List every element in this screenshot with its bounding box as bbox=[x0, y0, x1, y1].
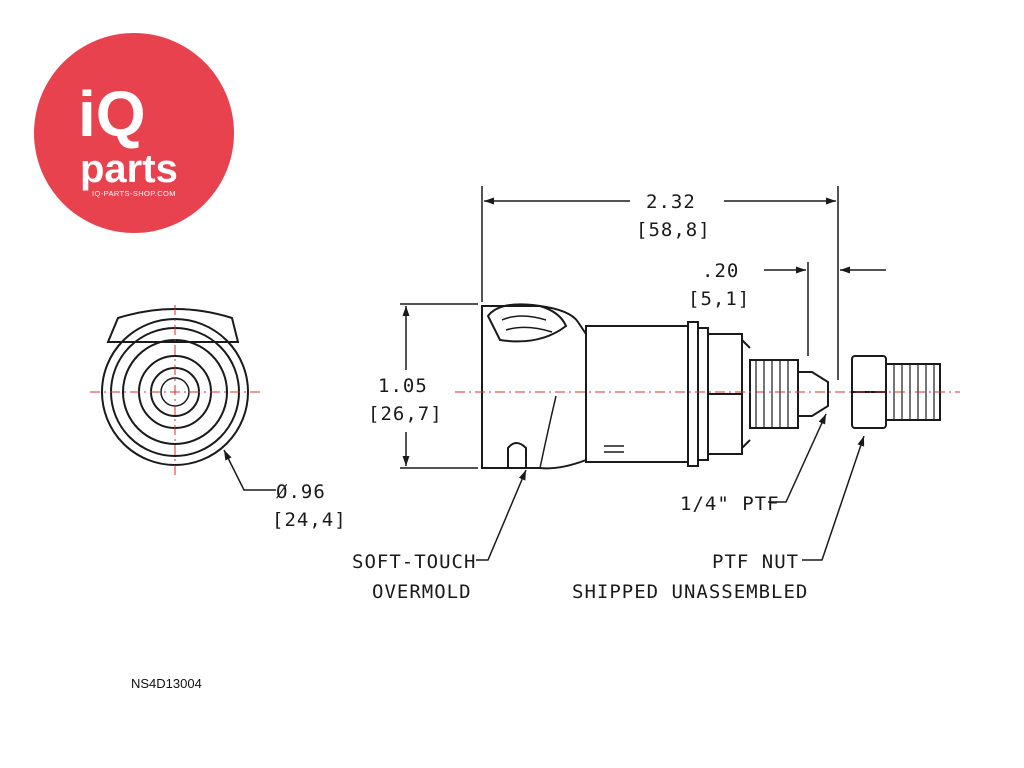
front-view bbox=[90, 305, 276, 491]
part-code: NS4D13004 bbox=[131, 676, 202, 691]
ptf-nut-leader bbox=[802, 435, 865, 561]
nut-offset-mm: [5,1] bbox=[688, 288, 750, 310]
body-cylinder bbox=[585, 325, 689, 463]
diameter-leader bbox=[223, 449, 276, 491]
body-height-mm: [26,7] bbox=[368, 403, 443, 425]
hose-barb bbox=[797, 371, 829, 417]
overmold-label-line2: OVERMOLD bbox=[372, 581, 472, 603]
overall-length-dimension bbox=[481, 186, 839, 380]
hex-chamfer-top bbox=[741, 339, 751, 349]
overmold-grip-top bbox=[486, 303, 568, 343]
collar-ring-1 bbox=[687, 321, 699, 467]
grip-rib-2 bbox=[505, 326, 553, 333]
body-slot bbox=[604, 445, 624, 453]
body-contour bbox=[539, 395, 557, 469]
socket-body bbox=[481, 305, 587, 470]
front-view-latch bbox=[106, 308, 240, 343]
diameter-mm: [24,4] bbox=[272, 509, 347, 531]
logo-url-text: IQ-PARTS-SHOP.COM bbox=[92, 189, 176, 198]
thread-lines bbox=[755, 360, 789, 428]
logo-iq-text: iQ bbox=[78, 78, 146, 150]
grip-rib-1 bbox=[501, 315, 547, 321]
overall-length-mm: [58,8] bbox=[636, 219, 711, 241]
overmold-label-line1: SOFT-TOUCH bbox=[352, 551, 476, 573]
ptf-nut-label-line2: SHIPPED UNASSEMBLED bbox=[572, 581, 808, 603]
collar-ring-2 bbox=[697, 327, 709, 461]
logo-parts-text: parts bbox=[80, 147, 178, 191]
ptf-nut-label-line1: PTF NUT bbox=[712, 551, 799, 573]
logo-badge bbox=[34, 33, 234, 233]
overmold-grip-bottom bbox=[507, 442, 527, 468]
body-height-dimension bbox=[400, 303, 478, 469]
hex-chamfer-bottom bbox=[741, 439, 751, 449]
threaded-stem bbox=[749, 359, 799, 429]
ptf-thread-label: 1/4" PTF bbox=[680, 493, 780, 515]
nut-offset-dimension bbox=[764, 262, 886, 356]
side-view bbox=[481, 303, 941, 470]
ptf-thread-leader bbox=[768, 413, 827, 503]
body-height-in: 1.05 bbox=[378, 375, 428, 397]
overall-length-in: 2.32 bbox=[646, 191, 696, 213]
nut-offset-in: .20 bbox=[702, 260, 739, 282]
callout-leaders bbox=[476, 413, 865, 561]
iq-parts-logo: iQ parts IQ-PARTS-SHOP.COM bbox=[34, 33, 234, 233]
overmold-leader bbox=[476, 469, 527, 561]
diameter-in: Ø.96 bbox=[276, 481, 326, 503]
